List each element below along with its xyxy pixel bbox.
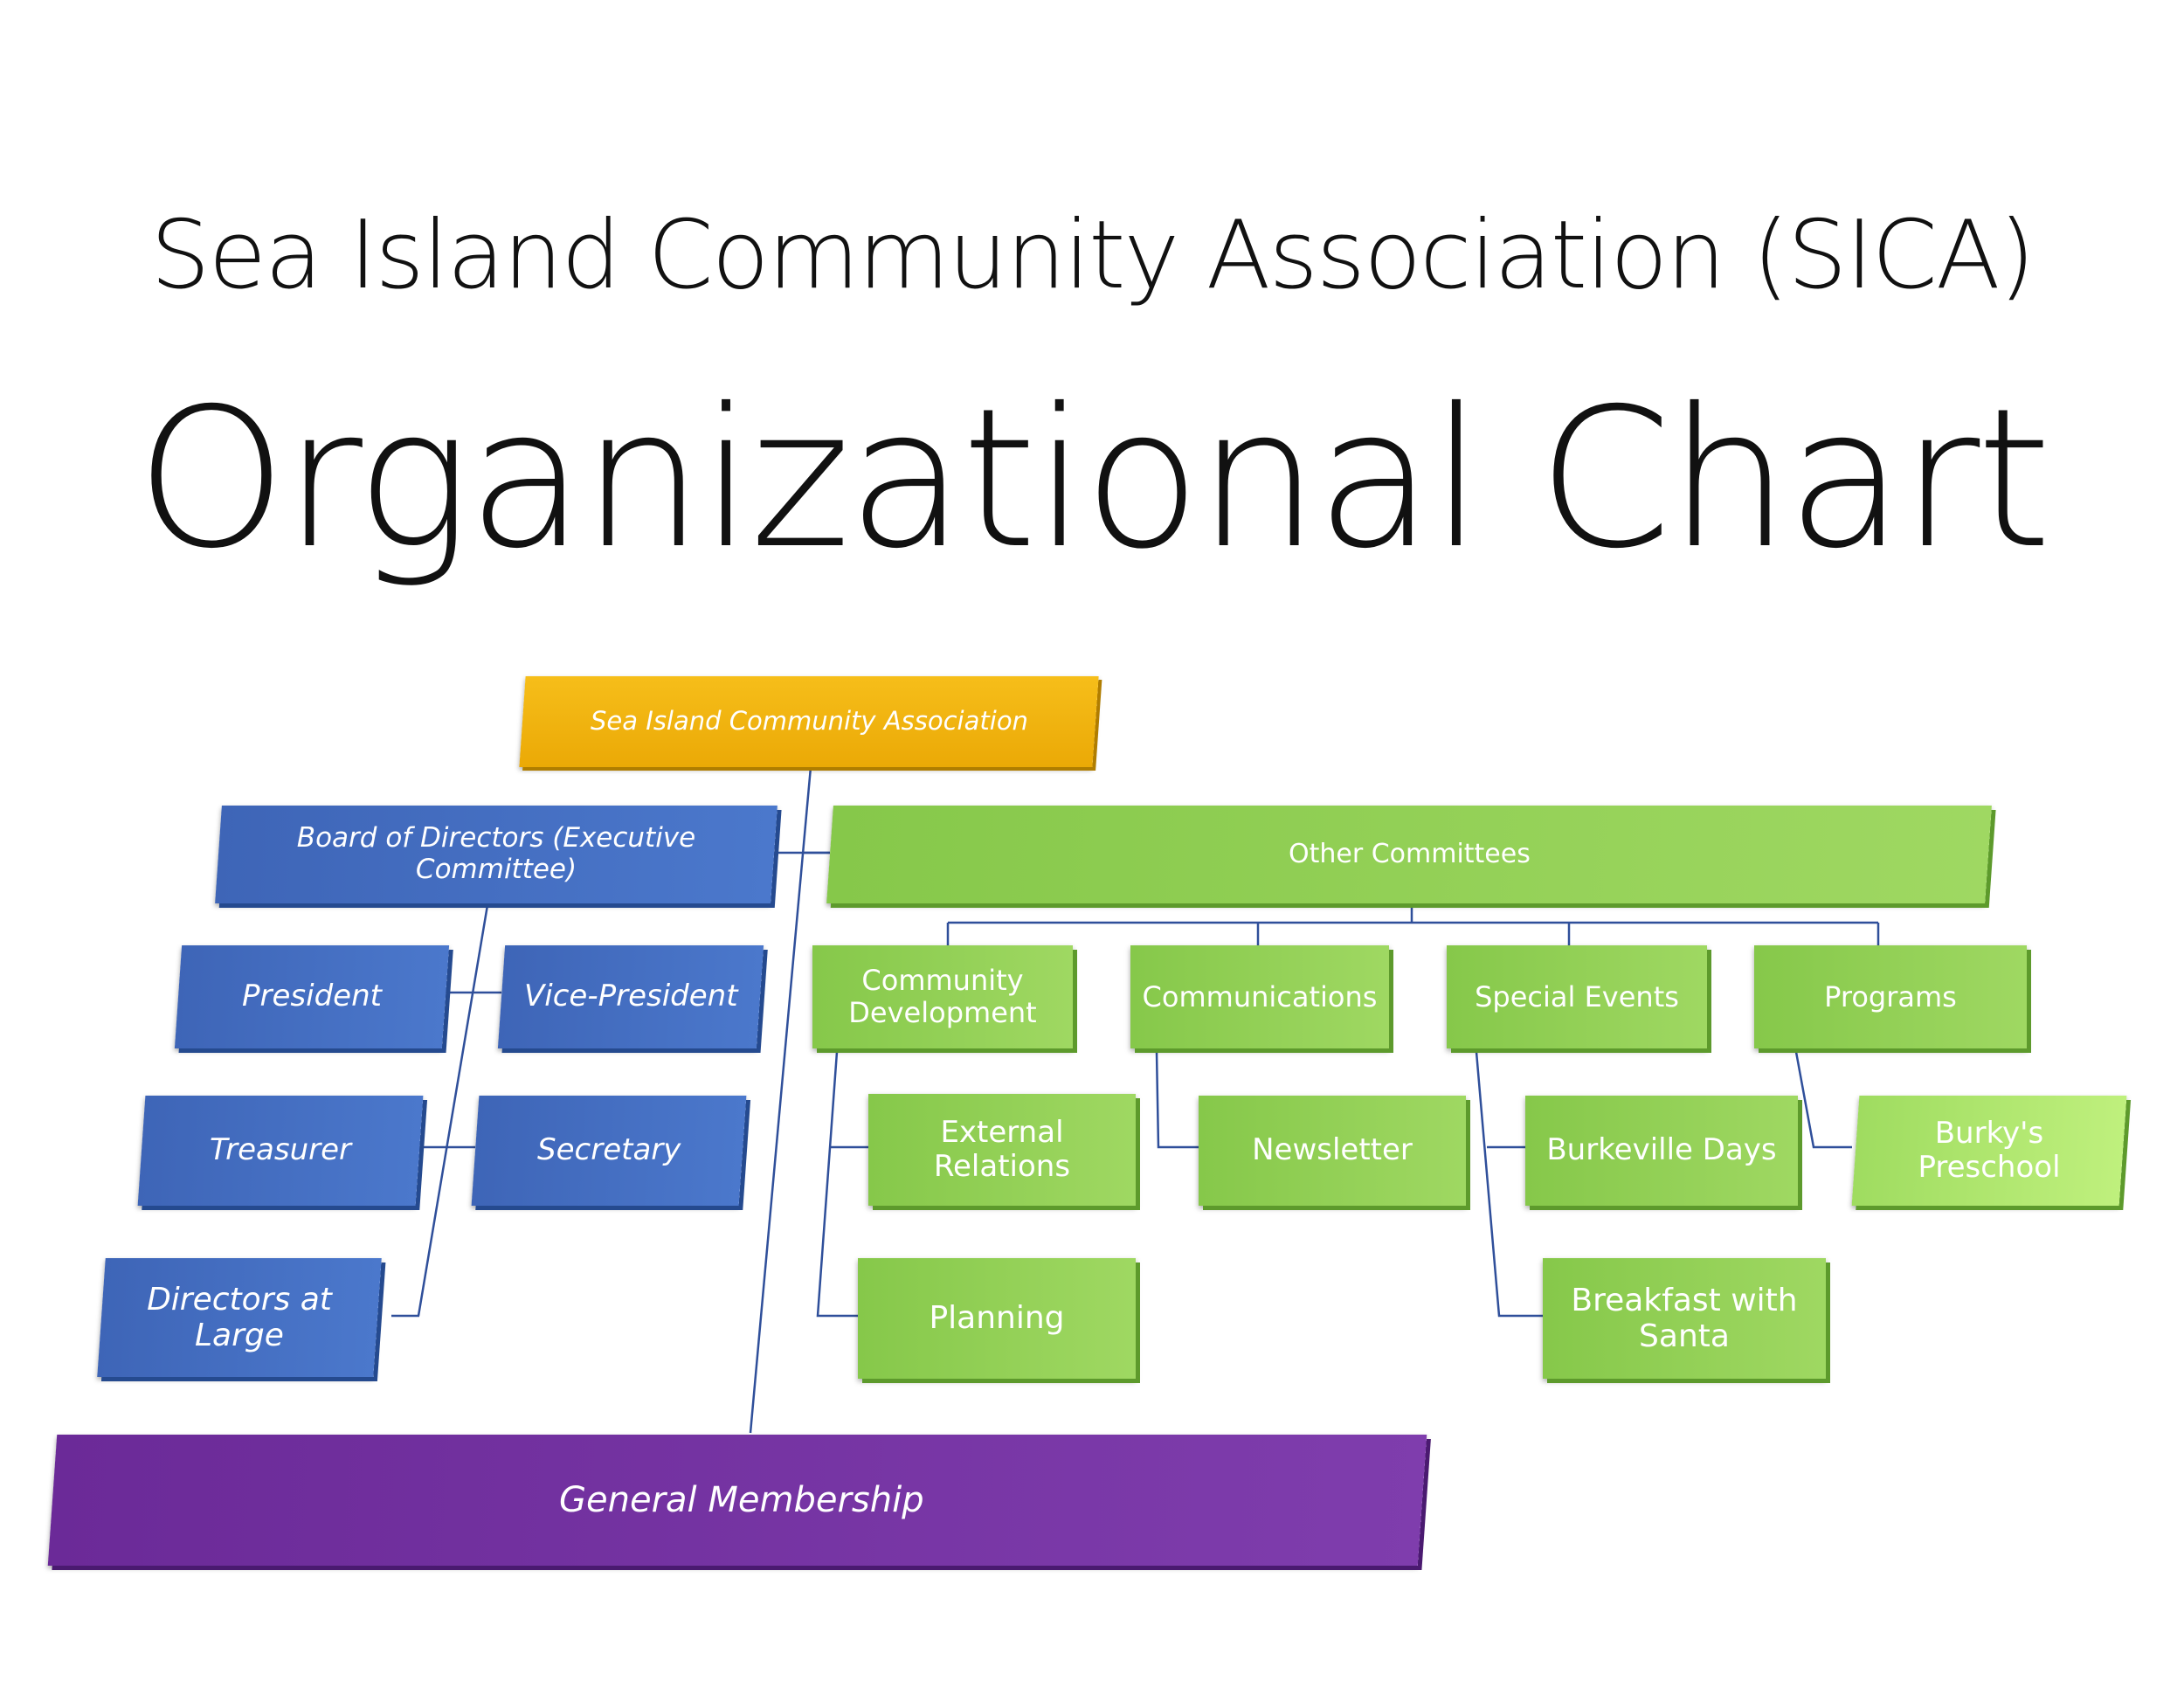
connector-cd-children <box>816 1051 859 1318</box>
node-community-development-label: Community Development <box>848 964 1037 1029</box>
node-newsletter-label: Newsletter <box>1252 1132 1413 1168</box>
node-general-membership-label: General Membership <box>559 1480 924 1520</box>
node-programs: Programs <box>1754 945 2027 1048</box>
node-planning: Planning <box>858 1258 1136 1379</box>
node-general-membership: General Membership <box>47 1435 1427 1566</box>
node-burkys-preschool: Burky's Preschool <box>1851 1096 2127 1206</box>
node-external-relations-label: External Relations <box>933 1114 1071 1184</box>
node-community-development: Community Development <box>812 945 1073 1048</box>
node-burkys-preschool-label: Burky's Preschool <box>1918 1115 2061 1185</box>
node-breakfast-with-santa: Breakfast with Santa <box>1543 1258 1826 1379</box>
node-root: Sea Island Community Association <box>519 676 1099 767</box>
node-president: President <box>174 945 450 1048</box>
node-special-events-label: Special Events <box>1475 979 1679 1013</box>
node-treasurer: Treasurer <box>137 1096 424 1206</box>
node-special-events: Special Events <box>1447 945 1707 1048</box>
chart-subtitle: Organizational Chart <box>135 367 2051 591</box>
node-president-label: President <box>242 979 382 1014</box>
node-communications-label: Communications <box>1142 979 1378 1013</box>
node-directors-at-large-label: Directors at Large <box>147 1281 332 1353</box>
node-secretary-label: Secretary <box>536 1132 681 1168</box>
node-planning-label: Planning <box>929 1300 1065 1337</box>
node-other-committees-label: Other Committees <box>1288 838 1531 869</box>
node-burkeville-days: Burkeville Days <box>1525 1096 1798 1206</box>
node-newsletter: Newsletter <box>1199 1096 1466 1206</box>
node-burkeville-days-label: Burkeville Days <box>1546 1132 1777 1168</box>
connector-comms-children <box>1155 1051 1199 1149</box>
node-breakfast-with-santa-label: Breakfast with Santa <box>1571 1282 1798 1354</box>
node-communications: Communications <box>1130 945 1389 1048</box>
connector-root-membership <box>749 766 812 1434</box>
node-treasurer-label: Treasurer <box>210 1132 351 1168</box>
node-external-relations: External Relations <box>868 1094 1136 1206</box>
node-programs-label: Programs <box>1824 979 1957 1013</box>
node-directors-at-large: Directors at Large <box>97 1258 382 1377</box>
connector-programs-children <box>1794 1051 1852 1149</box>
node-other-committees: Other Committees <box>826 806 1992 903</box>
node-board: Board of Directors (Executive Committee) <box>215 806 778 903</box>
connector-board-trunk <box>417 904 489 1317</box>
node-secretary: Secretary <box>471 1096 747 1206</box>
node-board-label: Board of Directors (Executive Committee) <box>296 822 696 885</box>
node-root-label: Sea Island Community Association <box>590 706 1028 737</box>
chart-title: Sea Island Community Association (SICA) <box>150 201 2035 310</box>
node-vice-president: Vice-President <box>497 945 764 1048</box>
connector-events-children <box>1475 1051 1543 1318</box>
node-vice-president-label: Vice-President <box>523 979 738 1014</box>
